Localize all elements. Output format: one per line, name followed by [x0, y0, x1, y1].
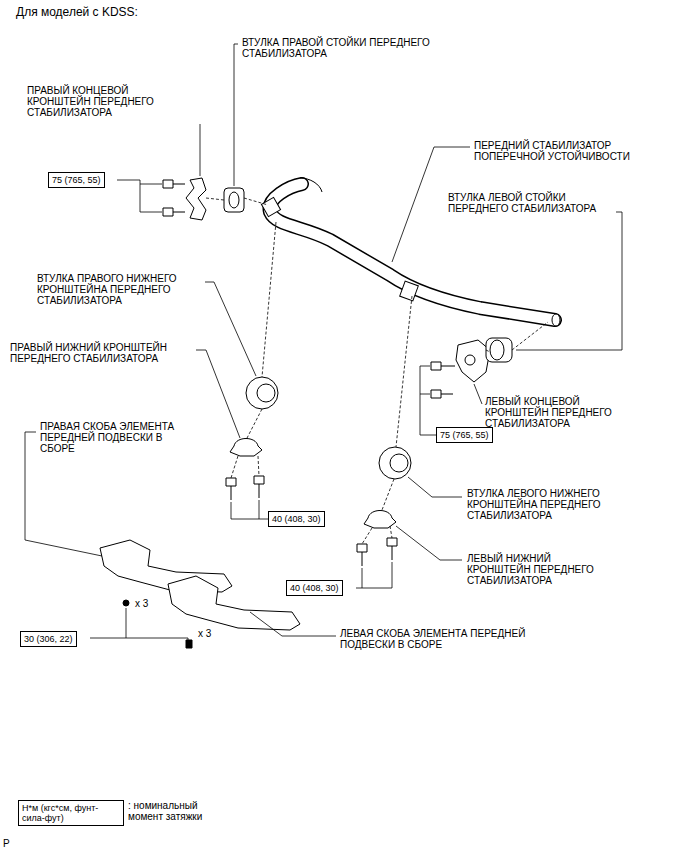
part-name: ПРАВЫЙ НИЖНИЙ КРОНШТЕЙН ПЕРЕДНЕГО СТАБИЛ… — [10, 342, 195, 364]
torque-box: 75 (765, 55) — [436, 427, 493, 443]
part-name: ПЕРЕДНИЙ СТАБИЛИЗАТОР ПОПЕРЕЧНОЙ УСТОЙЧИ… — [474, 140, 654, 162]
torque-value: 75 (765, 55) — [52, 175, 101, 185]
part-name: ВТУЛКА ПРАВОЙ СТОЙКИ ПЕРЕДНЕГО СТАБИЛИЗА… — [242, 37, 477, 59]
torque-box: 75 (765, 55) — [48, 172, 105, 188]
units-box: Н*м (кгс*см, фунт-сила-фут) — [18, 800, 124, 826]
legend-note: : номинальный момент затяжки — [128, 800, 223, 822]
part-name: ЛЕВЫЙ НИЖНИЙ КРОНШТЕЙН ПЕРЕДНЕГО СТАБИЛИ… — [467, 553, 602, 586]
units-text: Н*м (кгс*см, фунт-сила-фут) — [22, 803, 120, 823]
part-name: ВТУЛКА ПРАВОГО НИЖНЕГО КРОНШТЕЙНА ПЕРЕДН… — [37, 273, 202, 306]
torque-value: 40 (408, 30) — [290, 583, 339, 593]
page-mark: P — [3, 838, 10, 849]
part-name: ЛЕВАЯ СКОБА ЭЛЕМЕНТА ПЕРЕДНЕЙ ПОДВЕСКИ В… — [340, 628, 580, 650]
part-name: ЛЕВЫЙ КОНЦЕВОЙ КРОНШТЕЙН ПЕРЕДНЕГО СТАБИ… — [485, 396, 625, 429]
torque-box: 30 (306, 22) — [20, 631, 77, 647]
quantity-label: x 3 — [198, 628, 211, 639]
torque-box: 40 (408, 30) — [268, 511, 325, 527]
part-name: ВТУЛКА ЛЕВОЙ СТОЙКИ ПЕРЕДНЕГО СТАБИЛИЗАТ… — [448, 192, 623, 214]
part-name: ПРАВЫЙ КОНЦЕВОЙ КРОНШТЕЙН ПЕРЕДНЕГО СТАБ… — [27, 85, 157, 118]
torque-box: 40 (408, 30) — [286, 580, 343, 596]
torque-value: 75 (765, 55) — [440, 430, 489, 440]
part-name: ПРАВАЯ СКОБА ЭЛЕМЕНТА ПЕРЕДНЕЙ ПОДВЕСКИ … — [40, 421, 190, 454]
quantity-label: x 3 — [135, 598, 148, 609]
torque-value: 40 (408, 30) — [272, 514, 321, 524]
page-title: Для моделей с KDSS: — [16, 5, 138, 19]
torque-value: 30 (306, 22) — [24, 634, 73, 644]
part-name: ВТУЛКА ЛЕВОГО НИЖНЕГО КРОНШТЕЙНА ПЕРЕДНЕ… — [467, 488, 632, 521]
